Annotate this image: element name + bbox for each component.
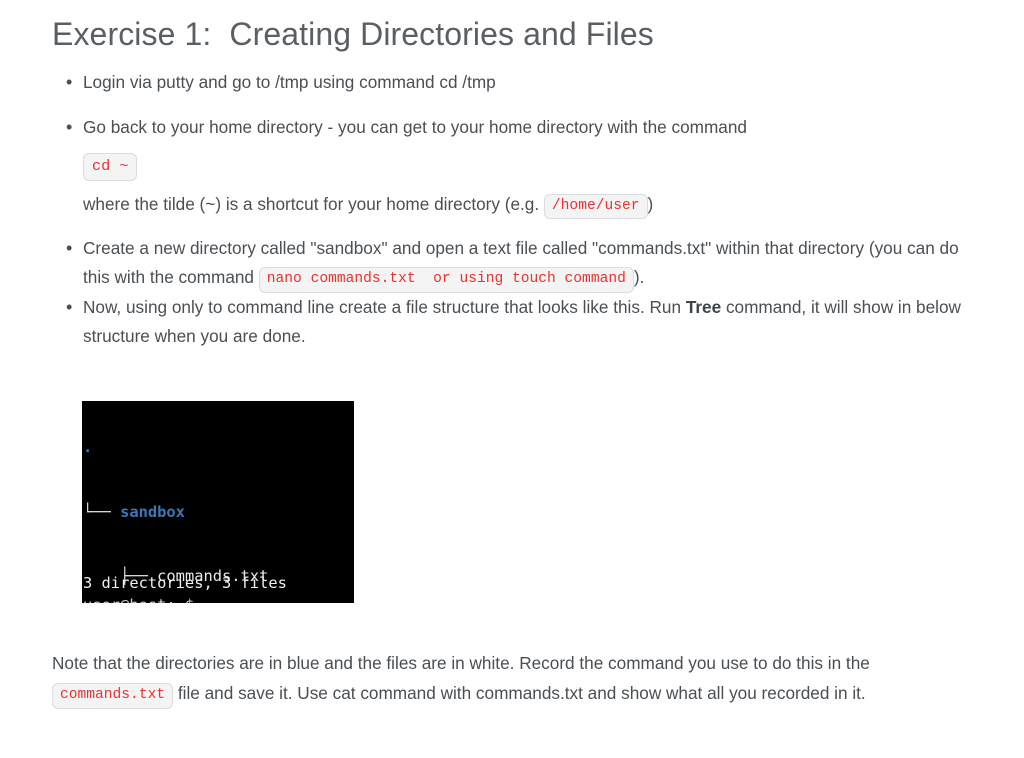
terminal-row: └── sandbox: [83, 502, 278, 524]
bullet-text-3-tail: ).: [633, 267, 645, 288]
tree-node-commands-txt: commands.txt: [157, 567, 269, 585]
tilde-note: where the tilde (~) is a shortcut for yo…: [52, 190, 984, 220]
tilde-note-close-paren: ): [647, 194, 654, 215]
code-chip-home-path: /home/user: [543, 194, 648, 220]
closing-text-part1: Note that the directories are in blue an…: [52, 653, 870, 673]
terminal-cut-prompt: user@host:~$: [82, 595, 194, 603]
tilde-note-text: where the tilde (~) is a shortcut for yo…: [83, 194, 540, 215]
list-item-home-dir: Go back to your home directory - you can…: [52, 112, 984, 143]
instruction-list-continued: Create a new directory called "sandbox" …: [52, 233, 984, 352]
terminal-root-line: .: [83, 437, 278, 459]
instruction-list: Login via putty and go to /tmp using com…: [52, 67, 984, 143]
bullet-text-4-after: command, it will show in below structure…: [83, 296, 961, 347]
terminal-screenshot: . └── sandbox ├── commands.txt ├── dir1 …: [82, 401, 354, 603]
terminal-row: ├── commands.txt: [83, 566, 278, 588]
terminal-tree-output: . └── sandbox ├── commands.txt ├── dir1 …: [82, 401, 278, 603]
code-chip-nano-touch: nano commands.txt or using touch command: [258, 267, 634, 293]
bullet-text-3-line2: (you can do this with the command: [83, 237, 959, 288]
bullet-text-3-line1: Create a new directory called "sandbox" …: [83, 237, 865, 258]
tree-node-sandbox: sandbox: [120, 502, 185, 521]
closing-text-part2: file and save it. Use cat command with c…: [177, 683, 866, 704]
closing-paragraph: Note that the directories are in blue an…: [52, 648, 982, 709]
code-chip-cd: cd ~: [83, 153, 138, 182]
cd-chip-row: cd ~: [52, 151, 984, 182]
list-item-login: Login via putty and go to /tmp using com…: [52, 67, 984, 98]
tree-command-emphasis: Tree: [685, 296, 722, 317]
bullet-text-2: Go back to your home directory - you can…: [83, 116, 747, 137]
bullet-text-4-before: Now, using only to command line create a…: [83, 296, 682, 317]
terminal-summary-line: 3 directories, 3 files: [83, 574, 287, 592]
tree-branch-glyph: └──: [83, 502, 121, 521]
bullet-text-1: Login via putty and go to /tmp using com…: [83, 72, 496, 92]
list-item-tree-structure: Now, using only to command line create a…: [52, 292, 984, 352]
terminal-root-label: .: [83, 438, 93, 456]
list-item-create-sandbox: Create a new directory called "sandbox" …: [52, 233, 984, 293]
page-title: Exercise 1: Creating Directories and Fil…: [52, 16, 654, 52]
document-page: Exercise 1: Creating Directories and Fil…: [0, 0, 1024, 352]
code-chip-commands-txt: commands.txt: [52, 683, 174, 709]
tree-branch-glyph: ├──: [83, 567, 158, 585]
